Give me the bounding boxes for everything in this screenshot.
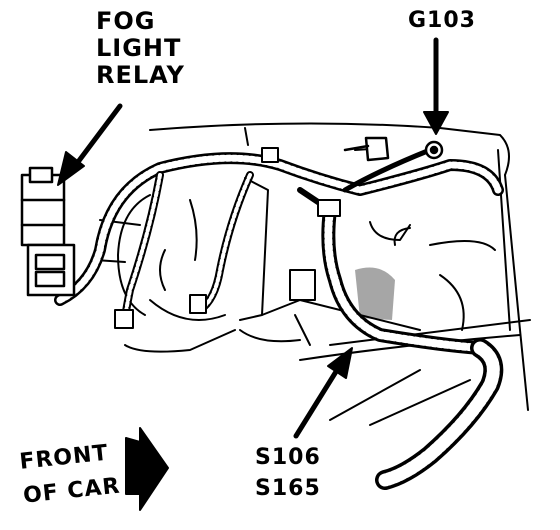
direction-arrow-icon	[125, 427, 169, 511]
fog-label-line-1: FOG	[96, 7, 156, 35]
ground-g103-label: G103	[408, 8, 476, 33]
fog-relay-arrow	[57, 103, 123, 186]
shaded-region	[355, 267, 395, 320]
splice-label: S106 S165	[255, 442, 321, 504]
fog-label-line-2: LIGHT	[96, 34, 182, 62]
fog-label-line-3: RELAY	[96, 61, 185, 89]
splice-arrow	[293, 347, 353, 439]
fog-light-relay-label: FOG LIGHT RELAY	[96, 8, 185, 89]
ground-bolt-icon	[343, 136, 444, 162]
splice-s165: S165	[255, 476, 321, 501]
fog-light-relay-icon	[20, 166, 76, 297]
g103-arrow	[423, 37, 449, 135]
harness-connectors	[114, 147, 341, 329]
splice-s106: S106	[255, 445, 321, 470]
front-of-car-label: FRONT OF CAR	[18, 436, 122, 514]
